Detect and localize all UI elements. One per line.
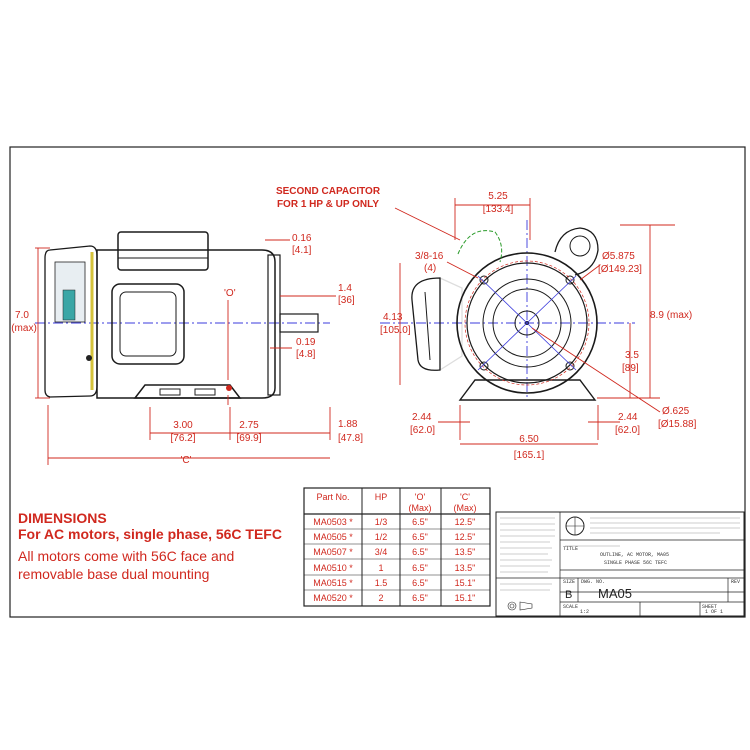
title-line-1: OUTLINE, AC MOTOR, MA05 — [600, 552, 669, 558]
dwg-no-label: DWG. NO. — [581, 579, 605, 585]
shaft-flat-dim-mm: [4.8] — [296, 349, 316, 360]
dimensions-subheading: For AC motors, single phase, 56C TEFC — [18, 526, 282, 542]
scale-value: 1:2 — [580, 609, 589, 615]
table-row: MA0510 * 1 6.5" 13.5" — [313, 563, 475, 573]
front-view: 5.25 [133.4] 3/8-16 (4) 4.13 [105.0] Ø5.… — [380, 191, 697, 461]
c-cell: 12.5" — [455, 532, 476, 542]
title-line-2: SINGLE PHASE 56C TEFC — [604, 560, 667, 566]
foot-left-dim-mm: [76.2] — [170, 433, 195, 444]
hp-cell: 1.5 — [375, 578, 388, 588]
o-cell: 6.5" — [412, 547, 428, 557]
mounting-note: All motors come with 56C face and remova… — [18, 548, 235, 582]
foot-span-dim: 2.75 — [239, 420, 259, 431]
capacitor-note-line1: SECOND CAPACITOR — [276, 186, 381, 197]
o-cell: 6.5" — [412, 517, 428, 527]
c-cell: 15.1" — [455, 578, 476, 588]
hp-cell: 1/3 — [375, 517, 388, 527]
shaft-diameter-dim: Ø.625 — [662, 406, 690, 417]
title-label: TITLE — [563, 546, 578, 552]
sheet-border — [9, 146, 746, 618]
size-label: SIZE — [563, 579, 575, 585]
offset-dim: 0.16 — [292, 233, 312, 244]
hp-cell: 2 — [378, 593, 383, 603]
base-right-dim-mm: [62.0] — [615, 425, 640, 436]
part-table: Part No. HP 'O' (Max) 'C' (Max) MA0503 *… — [303, 487, 491, 607]
rev-label: REV — [731, 579, 740, 585]
o-cell: 6.5" — [412, 532, 428, 542]
dimensions-heading: DIMENSIONS — [18, 510, 107, 526]
shaft-length-dim-mm: [36] — [338, 295, 355, 306]
projection-symbol-icon — [507, 601, 533, 611]
conduit-thread-dim: 3/8-16 — [415, 251, 444, 262]
size-value: B — [565, 589, 572, 601]
part-no-cell: MA0505 * — [313, 532, 353, 542]
foot-left-dim: 3.00 — [173, 420, 193, 431]
height-dim-note: (max) — [11, 323, 37, 334]
table-row: MA0515 * 1.5 6.5" 15.1" — [313, 578, 475, 588]
part-no-cell: MA0515 * — [313, 578, 353, 588]
sheet-value: 1 OF 1 — [705, 609, 723, 615]
end-dim: 1.88 — [338, 419, 358, 430]
height-dim: 7.0 — [15, 310, 29, 321]
col-header-part-no: Part No. — [316, 492, 349, 502]
face-diameter-dim-mm: [Ø149.23] — [598, 264, 642, 275]
shaft-flat-dim: 0.19 — [296, 337, 316, 348]
table-row: MA0503 * 1/3 6.5" 12.5" — [313, 517, 475, 527]
center-height-dim-mm: [105.0] — [380, 325, 411, 336]
o-cell: 6.5" — [412, 593, 428, 603]
base-left-dim: 2.44 — [412, 412, 432, 423]
c-dim-label: 'C' — [180, 455, 191, 466]
shaft-length-dim: 1.4 — [338, 283, 352, 294]
table-row: MA0520 * 2 6.5" 15.1" — [313, 593, 475, 603]
part-no-cell: MA0507 * — [313, 547, 353, 557]
o-cell: 6.5" — [412, 563, 428, 573]
o-cell: 6.5" — [412, 578, 428, 588]
part-no-cell: MA0503 * — [313, 517, 353, 527]
hp-cell: 1 — [378, 563, 383, 573]
width-dim-mm: [133.4] — [483, 204, 514, 215]
title-block: TITLE OUTLINE, AC MOTOR, MA05 SINGLE PHA… — [495, 511, 745, 617]
c-cell: 13.5" — [455, 547, 476, 557]
shaft-height-dim-mm: [89] — [622, 363, 639, 374]
end-dim-mm: [47.8] — [338, 433, 363, 444]
base-width-dim: 6.50 — [519, 434, 539, 445]
shaft-height-dim: 3.5 — [625, 350, 639, 361]
sheet-label: SHEET — [702, 604, 717, 610]
col-header-hp: HP — [375, 492, 388, 502]
face-diameter-dim: Ø5.875 — [602, 251, 635, 262]
width-dim: 5.25 — [488, 191, 508, 202]
o-dim-label: 'O' — [224, 288, 236, 299]
hp-cell: 1/2 — [375, 532, 388, 542]
c-cell: 13.5" — [455, 563, 476, 573]
base-width-dim-mm: [165.1] — [514, 450, 545, 461]
scale-label: SCALE — [563, 604, 578, 610]
part-no-cell: MA0520 * — [313, 593, 353, 603]
overall-height-dim: 8.9 (max) — [650, 310, 692, 321]
table-row: MA0505 * 1/2 6.5" 12.5" — [313, 532, 475, 542]
center-height-dim: 4.13 — [383, 312, 403, 323]
col-header-c-sub: (Max) — [454, 503, 477, 513]
side-view: 7.0 (max) 0.16 [4.1] 1.4 [36] 0.19 [4.8]… — [11, 231, 363, 466]
conduit-thread-count: (4) — [424, 263, 436, 274]
hp-cell: 3/4 — [375, 547, 388, 557]
base-right-dim: 2.44 — [618, 412, 638, 423]
col-header-o-sub: (Max) — [409, 503, 432, 513]
company-logo — [565, 516, 585, 536]
offset-dim-mm: [4.1] — [292, 245, 312, 256]
table-row: MA0507 * 3/4 6.5" 13.5" — [313, 547, 475, 557]
foot-span-dim-mm: [69.9] — [236, 433, 261, 444]
c-cell: 15.1" — [455, 593, 476, 603]
col-header-c: 'C' — [460, 492, 470, 502]
dwg-no-value: MA05 — [598, 586, 632, 601]
c-cell: 12.5" — [455, 517, 476, 527]
col-header-o: 'O' — [415, 492, 426, 502]
base-left-dim-mm: [62.0] — [410, 425, 435, 436]
capacitor-note-line2: FOR 1 HP & UP ONLY — [277, 199, 379, 210]
shaft-diameter-dim-mm: [Ø15.88] — [658, 419, 697, 430]
part-no-cell: MA0510 * — [313, 563, 353, 573]
